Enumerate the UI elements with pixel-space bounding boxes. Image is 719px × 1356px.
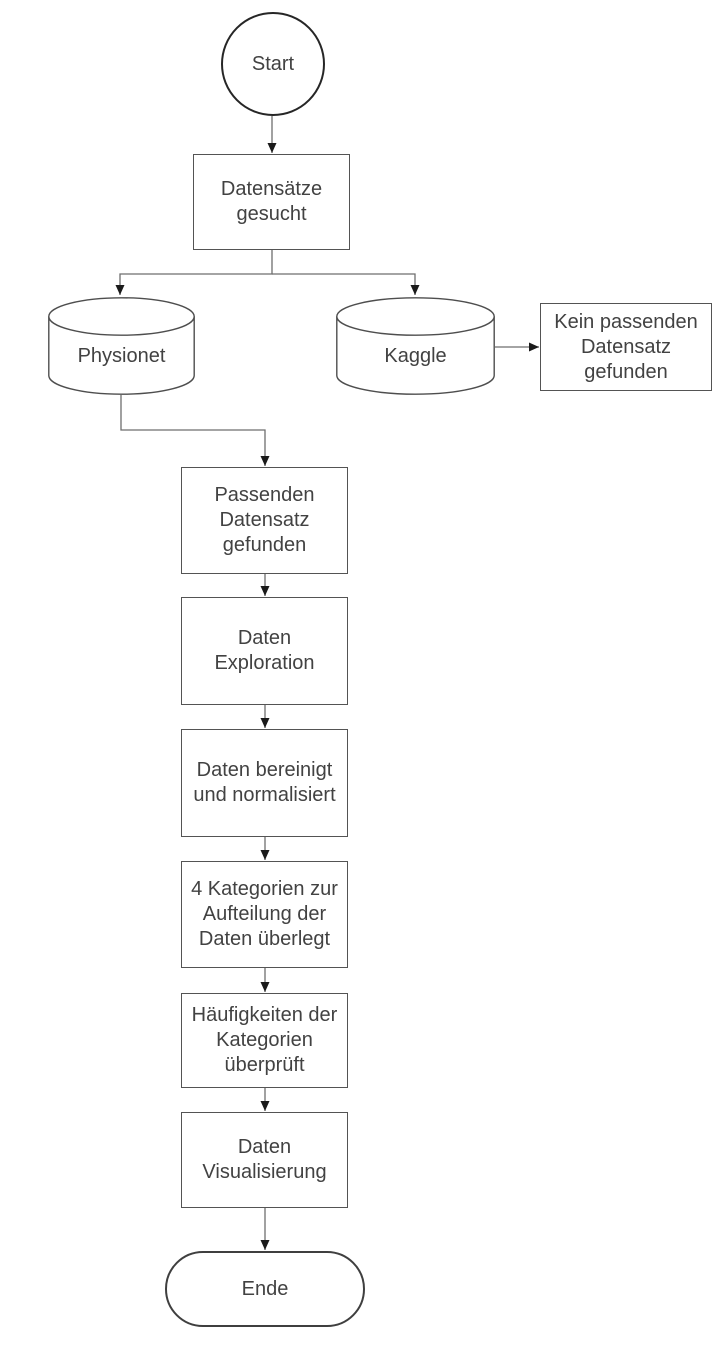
process-label: Daten Exploration [214, 627, 315, 674]
cylinder-shape [48, 297, 195, 395]
process-label: 4 Kategorien zur Aufteilung der Daten üb… [191, 878, 338, 950]
process-label: Daten Visualisierung [202, 1136, 327, 1183]
process-label: Kein passenden Datensatz gefunden [554, 310, 698, 383]
edge-physionet-to-dataset-found [120, 395, 270, 466]
edge-search-to-kaggle [272, 273, 420, 295]
database-label: Physionet [77, 344, 166, 367]
process-daten-visualisierung: Daten Visualisierung [181, 1112, 348, 1208]
cylinder-shape [336, 297, 495, 395]
process-daten-bereinigt: Daten bereinigt und normalisiert [181, 729, 348, 837]
end-node: Ende [165, 1251, 365, 1327]
process-label: Daten bereinigt und normalisiert [193, 759, 336, 806]
process-vier-kategorien: 4 Kategorien zur Aufteilung der Daten üb… [181, 861, 348, 968]
process-label: Datensätze gesucht [220, 178, 323, 225]
edge-search-to-physionet [115, 250, 273, 295]
process-passenden-datensatz-gefunden: Passenden Datensatz gefunden [181, 467, 348, 574]
start-node-label: Start [251, 52, 295, 75]
process-label: Häufigkeiten der Kategorien überprüft [191, 1004, 338, 1076]
database-kaggle: Kaggle [336, 297, 495, 395]
process-haeufigkeiten: Häufigkeiten der Kategorien überprüft [181, 993, 348, 1088]
process-daten-exploration: Daten Exploration [181, 597, 348, 705]
start-node: Start [221, 12, 325, 116]
process-kein-passenden-datensatz: Kein passenden Datensatz gefunden [540, 303, 712, 391]
end-node-label: Ende [241, 1277, 289, 1300]
database-physionet: Physionet [48, 297, 195, 395]
process-datensaetze-gesucht: Datensätze gesucht [193, 154, 350, 250]
process-label: Passenden Datensatz gefunden [214, 484, 315, 556]
database-label: Kaggle [384, 344, 447, 367]
